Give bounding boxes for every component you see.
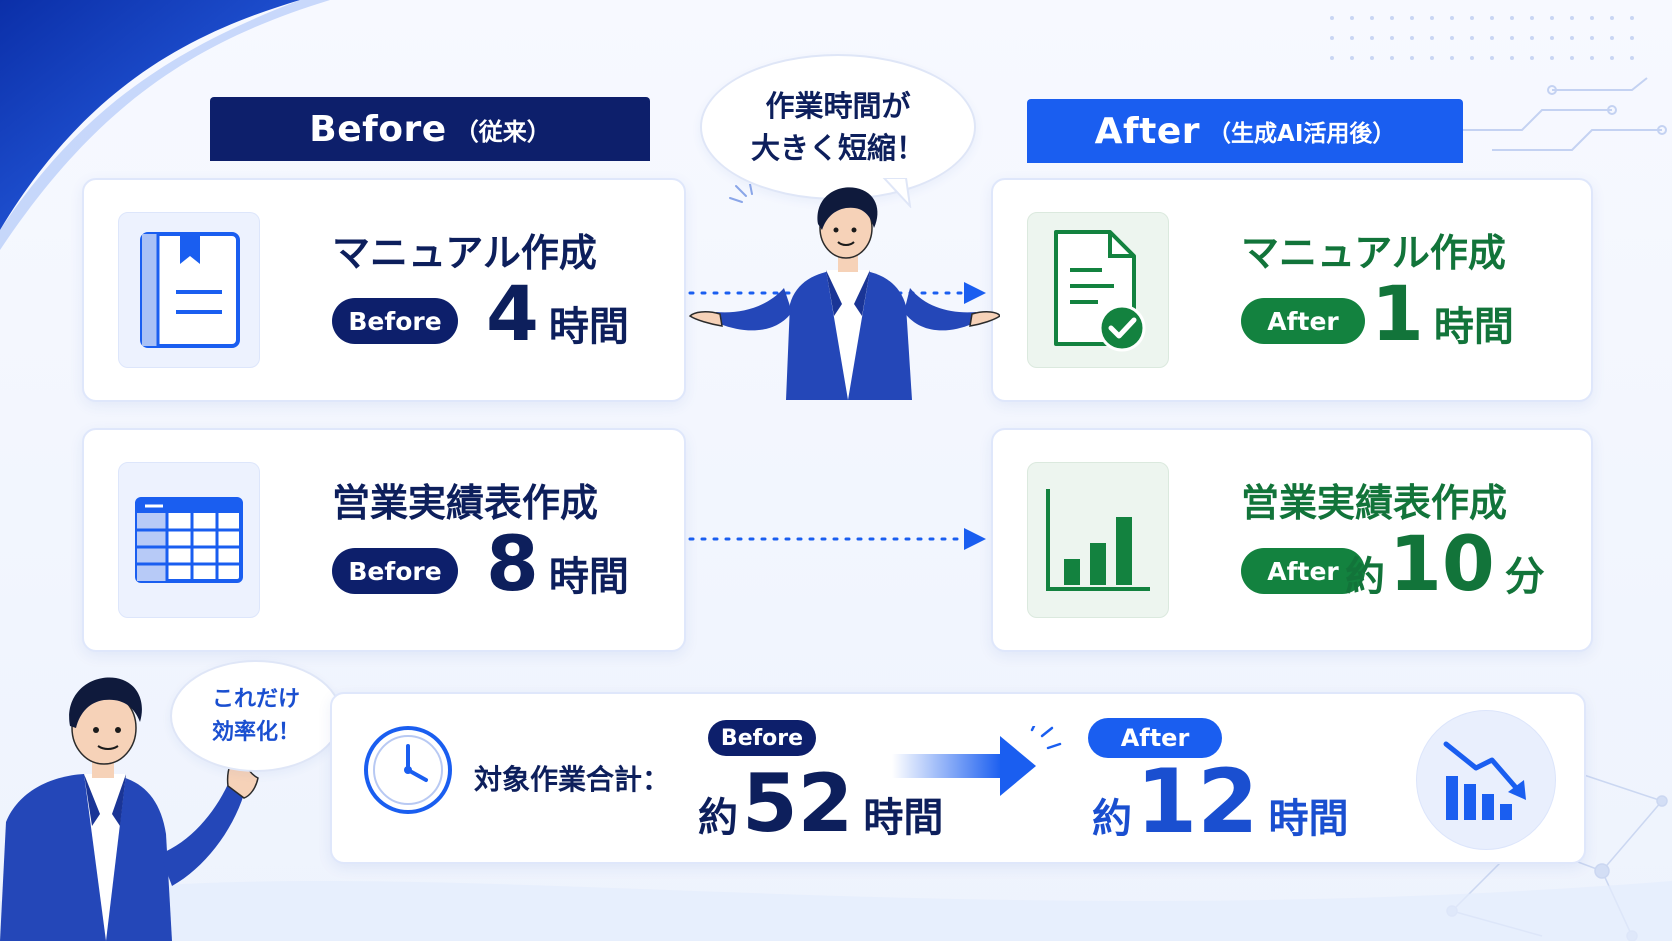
bubble-tail-top: [882, 178, 912, 208]
bubble-side-line2: 効率化！: [211, 720, 300, 745]
time-prefix: 約: [1345, 554, 1385, 600]
task-title: マニュアル作成: [332, 231, 597, 275]
total-after-badge: After: [1088, 718, 1222, 758]
after-header-label: After: [1094, 110, 1201, 152]
task-title: 営業実績表作成: [1241, 481, 1508, 525]
card-total-summary: 対象作業合計： Before 約 52 時間 After 約 12 時間: [330, 692, 1586, 864]
time-number: 1: [1371, 269, 1424, 358]
time-unit: 時間: [548, 554, 629, 600]
time-unit: 時間: [1433, 304, 1514, 350]
bar-chart-icon: [1027, 462, 1169, 618]
total-unit: 時間: [863, 795, 944, 841]
presenter-pointing-illustration: [0, 677, 260, 941]
total-number: 12: [1136, 750, 1259, 853]
document-check-icon: [1027, 212, 1169, 368]
before-column-header: Before （従来）: [210, 97, 650, 161]
time-unit: 分: [1504, 554, 1545, 600]
speech-bubble-top: 作業時間が 大きく短縮！: [700, 54, 976, 200]
decorative-wave: [0, 881, 1672, 941]
after-badge: After: [1241, 548, 1365, 594]
bubble-top-line1: 作業時間が: [765, 88, 911, 123]
total-before-value: 約 52 時間: [698, 764, 943, 844]
total-before-badge: Before: [708, 720, 816, 756]
bubble-top-line2: 大きく短縮！: [750, 131, 925, 165]
manual-book-icon: [118, 212, 260, 368]
time-after-value: 1 時間: [1371, 276, 1514, 352]
card-report-after: 営業実績表作成 After 約 10 分: [991, 428, 1593, 652]
dotted-arrow-row1: [688, 282, 986, 304]
before-header-sub: （従来）: [454, 117, 551, 146]
task-title: マニュアル作成: [1241, 231, 1506, 275]
time-number: 8: [486, 519, 539, 608]
task-title: 営業実績表作成: [332, 481, 599, 525]
after-column-header: After （生成AI活用後）: [1027, 99, 1463, 163]
trend-down-chart-icon: [1416, 710, 1556, 850]
total-label: 対象作業合計：: [474, 763, 671, 796]
time-unit: 時間: [548, 304, 629, 350]
before-badge: Before: [332, 298, 458, 344]
before-badge: Before: [332, 548, 458, 594]
decorative-circuit: [1447, 77, 1667, 151]
spreadsheet-icon: [118, 462, 260, 618]
decorative-swoosh: [0, 0, 330, 250]
total-after-value: 約 12 時間: [1092, 758, 1348, 846]
total-prefix: 約: [1092, 796, 1132, 842]
arrow-right-icon: [892, 726, 1062, 796]
bubble-side-line1: これだけ: [211, 687, 300, 712]
time-number: 10: [1389, 519, 1495, 608]
time-before-value: 4 時間: [486, 276, 629, 352]
card-manual-after: マニュアル作成 After 1 時間: [991, 178, 1593, 402]
total-unit: 時間: [1268, 796, 1349, 842]
time-after-value: 約 10 分: [1345, 526, 1545, 602]
presenter-shrug-illustration: [688, 184, 1000, 400]
speech-bubble-side: これだけ 効率化！: [170, 660, 342, 772]
card-manual-before: マニュアル作成 Before 4 時間: [82, 178, 686, 402]
before-header-label: Before: [309, 108, 447, 150]
total-prefix: 約: [698, 795, 738, 841]
total-number: 52: [742, 757, 854, 850]
clock-icon: [364, 726, 452, 814]
after-header-sub: （生成AI活用後）: [1208, 121, 1396, 147]
time-before-value: 8 時間: [486, 526, 629, 602]
time-number: 4: [486, 269, 539, 358]
dotted-arrow-row2: [688, 528, 986, 550]
card-report-before: 営業実績表作成 Before 8 時間: [82, 428, 686, 652]
after-badge: After: [1241, 298, 1365, 344]
decorative-dot-grid: [1330, 16, 1634, 60]
